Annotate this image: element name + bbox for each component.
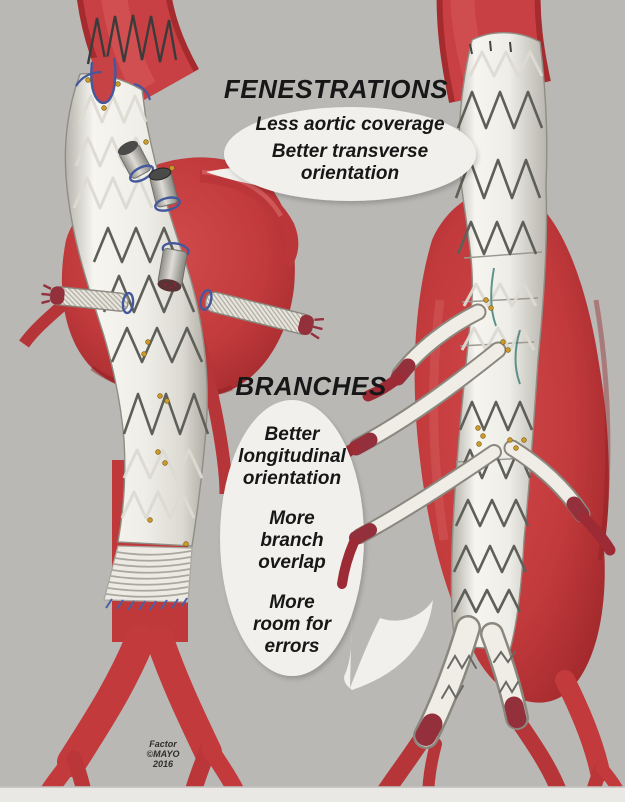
fenestrations-bubble bbox=[206, 107, 476, 201]
fenestration-cuffs bbox=[117, 140, 190, 292]
iliac-limbs bbox=[413, 615, 529, 749]
bubble-line: More bbox=[269, 592, 315, 613]
bubble-line: More bbox=[269, 508, 315, 529]
fenestrations-heading: FENESTRATIONS bbox=[223, 74, 449, 104]
credit-line: ©MAYO bbox=[146, 749, 180, 759]
branches-bubble-text: Better longitudinal orientation More bra… bbox=[217, 424, 367, 658]
branches-bubble bbox=[220, 400, 433, 690]
bubble-tail bbox=[344, 600, 433, 690]
branch-grafts bbox=[312, 303, 616, 556]
suture-line bbox=[105, 597, 188, 611]
page-bottom-band bbox=[0, 787, 625, 802]
gold-markers-right bbox=[475, 297, 527, 451]
bubble-line: Less aortic coverage bbox=[255, 114, 445, 135]
branched-stent-graft-body bbox=[450, 32, 548, 651]
credit-line: 2016 bbox=[152, 759, 174, 769]
renal-branch-stents bbox=[41, 283, 324, 340]
bubble-line: overlap bbox=[258, 552, 326, 573]
branches-heading: BRANCHES bbox=[235, 371, 387, 401]
bubble-line: errors bbox=[264, 636, 320, 657]
speech-bubble bbox=[220, 400, 364, 676]
bare-stent-crown bbox=[86, 14, 178, 65]
fenestrated-stent-graft-body bbox=[64, 56, 210, 547]
bubble-line: longitudinal bbox=[238, 446, 346, 467]
bubble-line: orientation bbox=[242, 468, 342, 489]
bubble-line: room for bbox=[252, 614, 332, 635]
bubble-line: branch bbox=[260, 530, 324, 551]
branch-graft-b3 bbox=[337, 444, 502, 589]
artist-credit: Factor ©MAYO 2016 bbox=[147, 739, 180, 769]
bubble-line: Better bbox=[264, 424, 320, 445]
speech-bubble bbox=[224, 107, 476, 201]
bubble-line: Better transverse bbox=[271, 141, 429, 162]
credit-line: Factor bbox=[149, 739, 177, 749]
gold-markers-left bbox=[85, 77, 189, 547]
fenestrations-bubble-text: Less aortic coverage Better transverse o… bbox=[225, 114, 475, 185]
branched-graft-illustration bbox=[312, 0, 625, 802]
bubble-line: orientation bbox=[300, 163, 400, 184]
corrugated-graft-segment bbox=[103, 545, 193, 611]
